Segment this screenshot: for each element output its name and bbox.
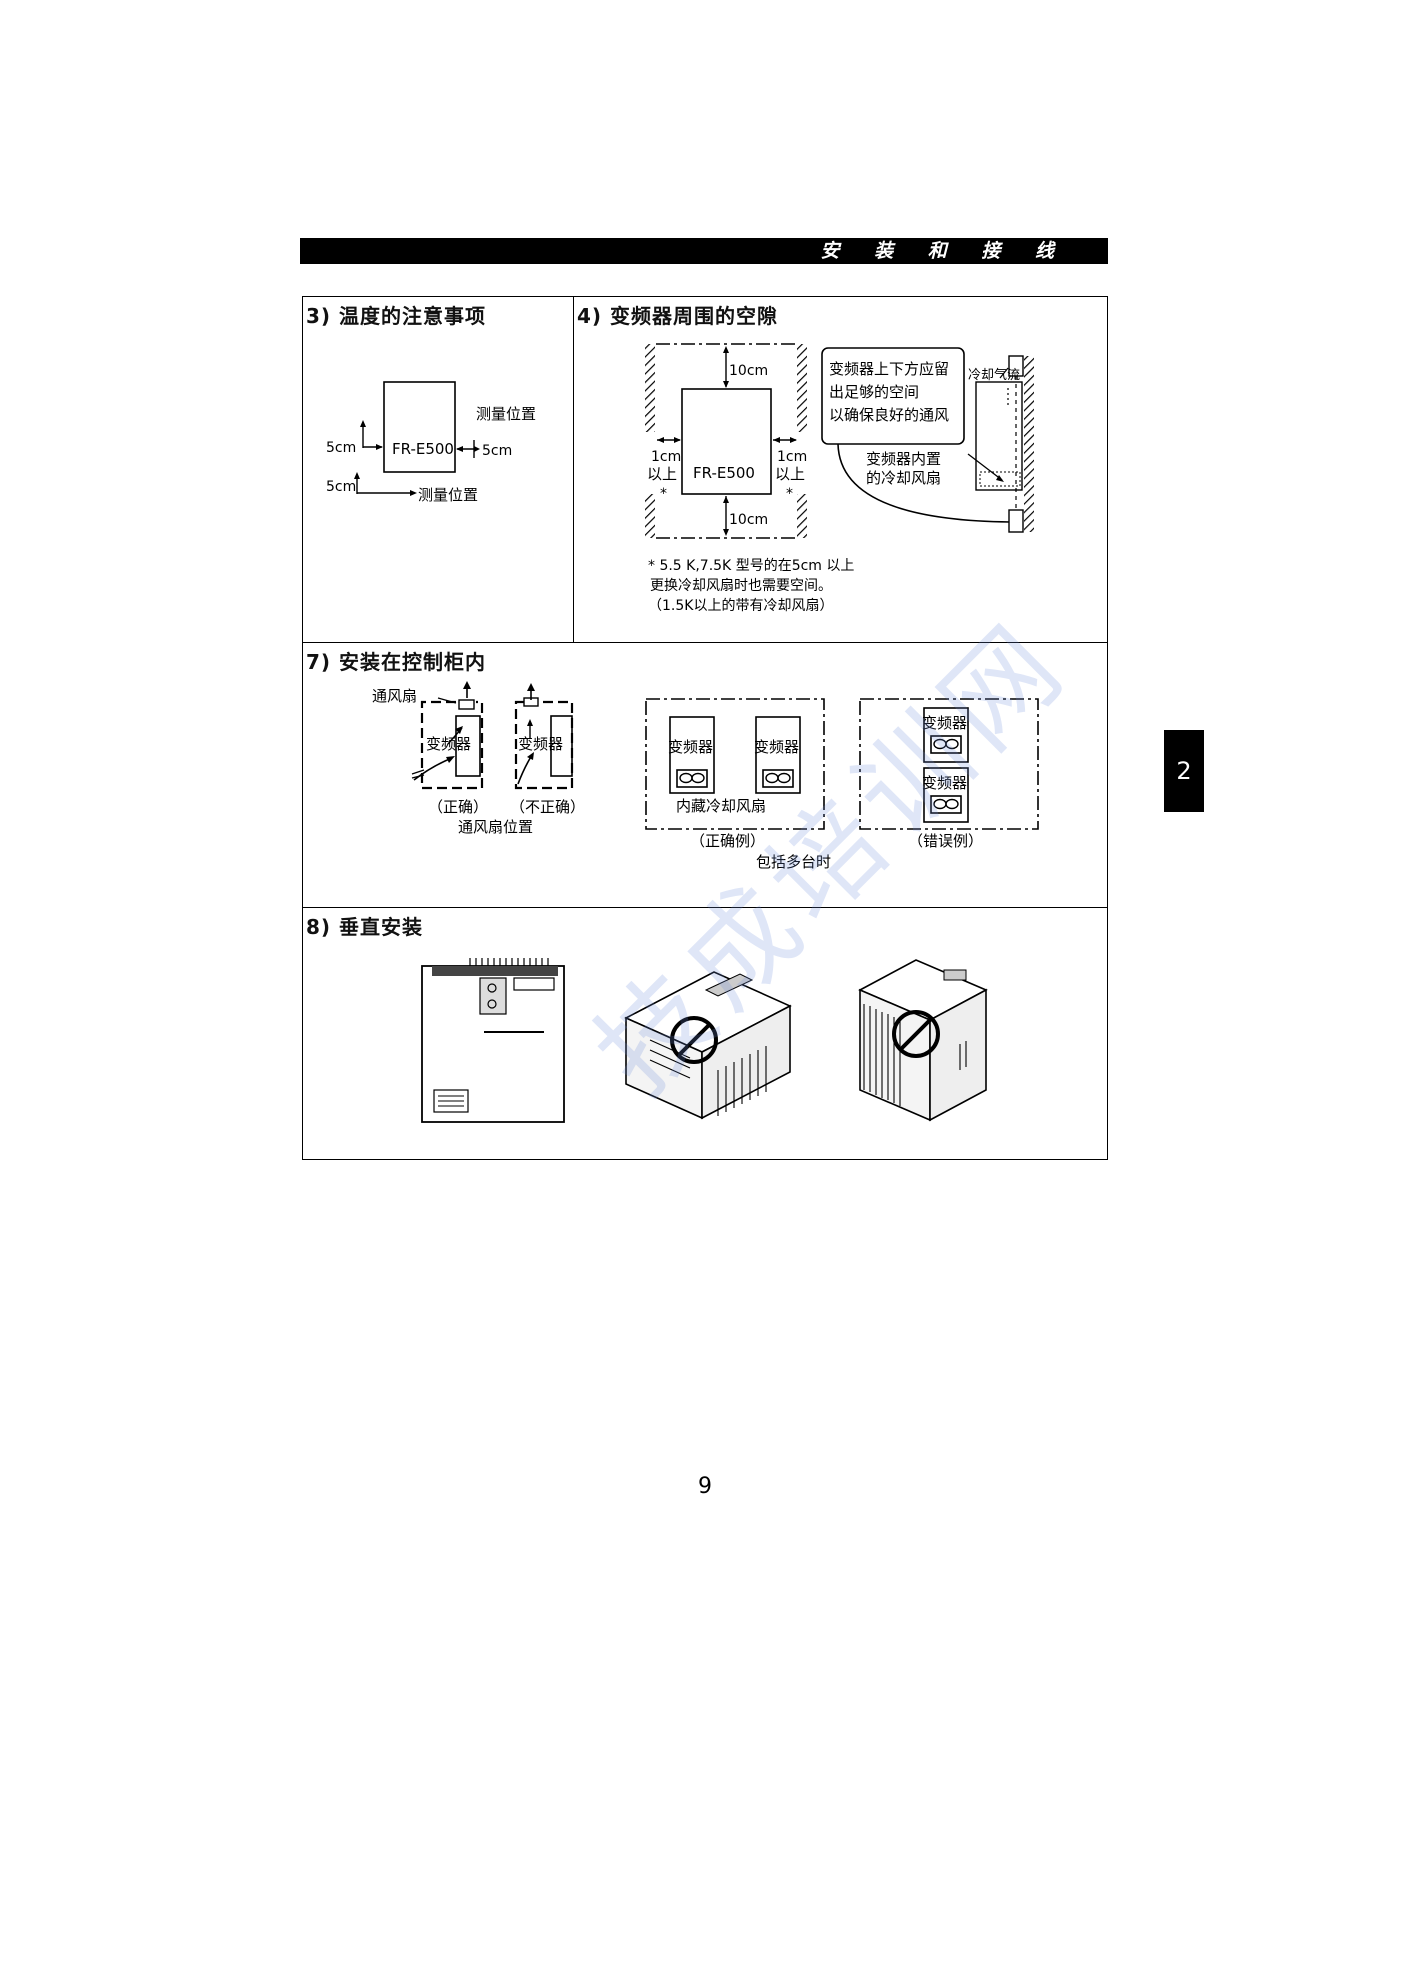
section-8-title: 8) 垂直安装 bbox=[306, 915, 424, 939]
upright-inverter-illustration bbox=[421, 958, 565, 1123]
section-4-title: 4) 变频器周围的空隙 bbox=[577, 304, 779, 328]
s7-multi: 包括多台时 bbox=[756, 853, 832, 871]
s7-fan-position: 通风扇位置 bbox=[458, 818, 534, 836]
s4-right-dim: 1cm bbox=[777, 449, 808, 465]
s3-measure-right: 测量位置 bbox=[476, 405, 537, 423]
s4-star-left: * bbox=[660, 486, 667, 502]
s7-box-inv-2: 变频器 bbox=[754, 738, 800, 756]
s7-correct-example: （正确例） bbox=[690, 832, 766, 850]
s4-note-1: * 5.5 K,7.5K 型号的在5cm 以上 bbox=[648, 558, 855, 574]
flat-inverter-illustration bbox=[624, 971, 792, 1120]
s4-right-dim2: 以上 bbox=[775, 465, 806, 483]
s4-left-dim2: 以上 bbox=[647, 465, 678, 483]
s7-box-inv-1: 变频器 bbox=[668, 738, 714, 756]
s7-builtin-fan: 内藏冷却风扇 bbox=[676, 797, 767, 815]
s7-fan-label: 通风扇 bbox=[372, 687, 418, 705]
s3-device-label: FR-E500 bbox=[392, 440, 454, 458]
s4-airflow-label: 冷却气流 bbox=[968, 368, 1021, 383]
s4-top-dim: 10cm bbox=[729, 363, 769, 379]
s3-measure-bottom: 测量位置 bbox=[418, 486, 479, 504]
s7-incorrect: （不正确） bbox=[510, 798, 586, 816]
divider-row2 bbox=[302, 907, 1108, 908]
divider-col bbox=[573, 296, 574, 642]
content-frame bbox=[302, 296, 1108, 1160]
s4-device-label: FR-E500 bbox=[693, 464, 755, 482]
s4-left-dim: 1cm bbox=[651, 449, 682, 465]
s4-box-line-2: 出足够的空间 bbox=[829, 383, 920, 401]
s7-correct: （正确） bbox=[428, 798, 489, 816]
s7-inverter-a: 变频器 bbox=[426, 735, 472, 753]
s4-fan-label-2: 的冷却风扇 bbox=[866, 469, 942, 487]
s4-box-line-1: 变频器上下方应留 bbox=[829, 360, 950, 378]
header-title: 安 装 和 接 线 bbox=[820, 240, 1068, 262]
s4-star-right: * bbox=[786, 486, 793, 502]
chapter-tab: 2 bbox=[1164, 730, 1204, 812]
page-number: 9 bbox=[698, 1474, 712, 1499]
header-bar: 安 装 和 接 线 bbox=[300, 238, 1108, 264]
sideways-inverter-illustration bbox=[858, 959, 988, 1122]
section-7-title: 7) 安装在控制柜内 bbox=[306, 650, 487, 674]
s7-wrong-example: （错误例） bbox=[908, 832, 984, 850]
divider-row1 bbox=[302, 642, 1108, 643]
s3-dim-bottom: 5cm bbox=[326, 479, 357, 495]
s4-bottom-dim: 10cm bbox=[729, 512, 769, 528]
s7-inverter-b: 变频器 bbox=[518, 735, 564, 753]
s3-dim-left: 5cm bbox=[326, 440, 357, 456]
section-3-title: 3) 温度的注意事项 bbox=[306, 304, 487, 328]
s4-note-3: （1.5K以上的带有冷却风扇） bbox=[648, 598, 834, 614]
s7-wrong-inv-1: 变频器 bbox=[922, 714, 968, 732]
s3-dim-right: 5cm bbox=[482, 443, 513, 459]
s7-wrong-inv-2: 变频器 bbox=[922, 774, 968, 792]
s4-box-line-3: 以确保良好的通风 bbox=[829, 406, 950, 424]
s4-fan-label-1: 变频器内置 bbox=[866, 450, 942, 468]
s4-note-2: 更换冷却风扇时也需要空间。 bbox=[650, 578, 832, 594]
